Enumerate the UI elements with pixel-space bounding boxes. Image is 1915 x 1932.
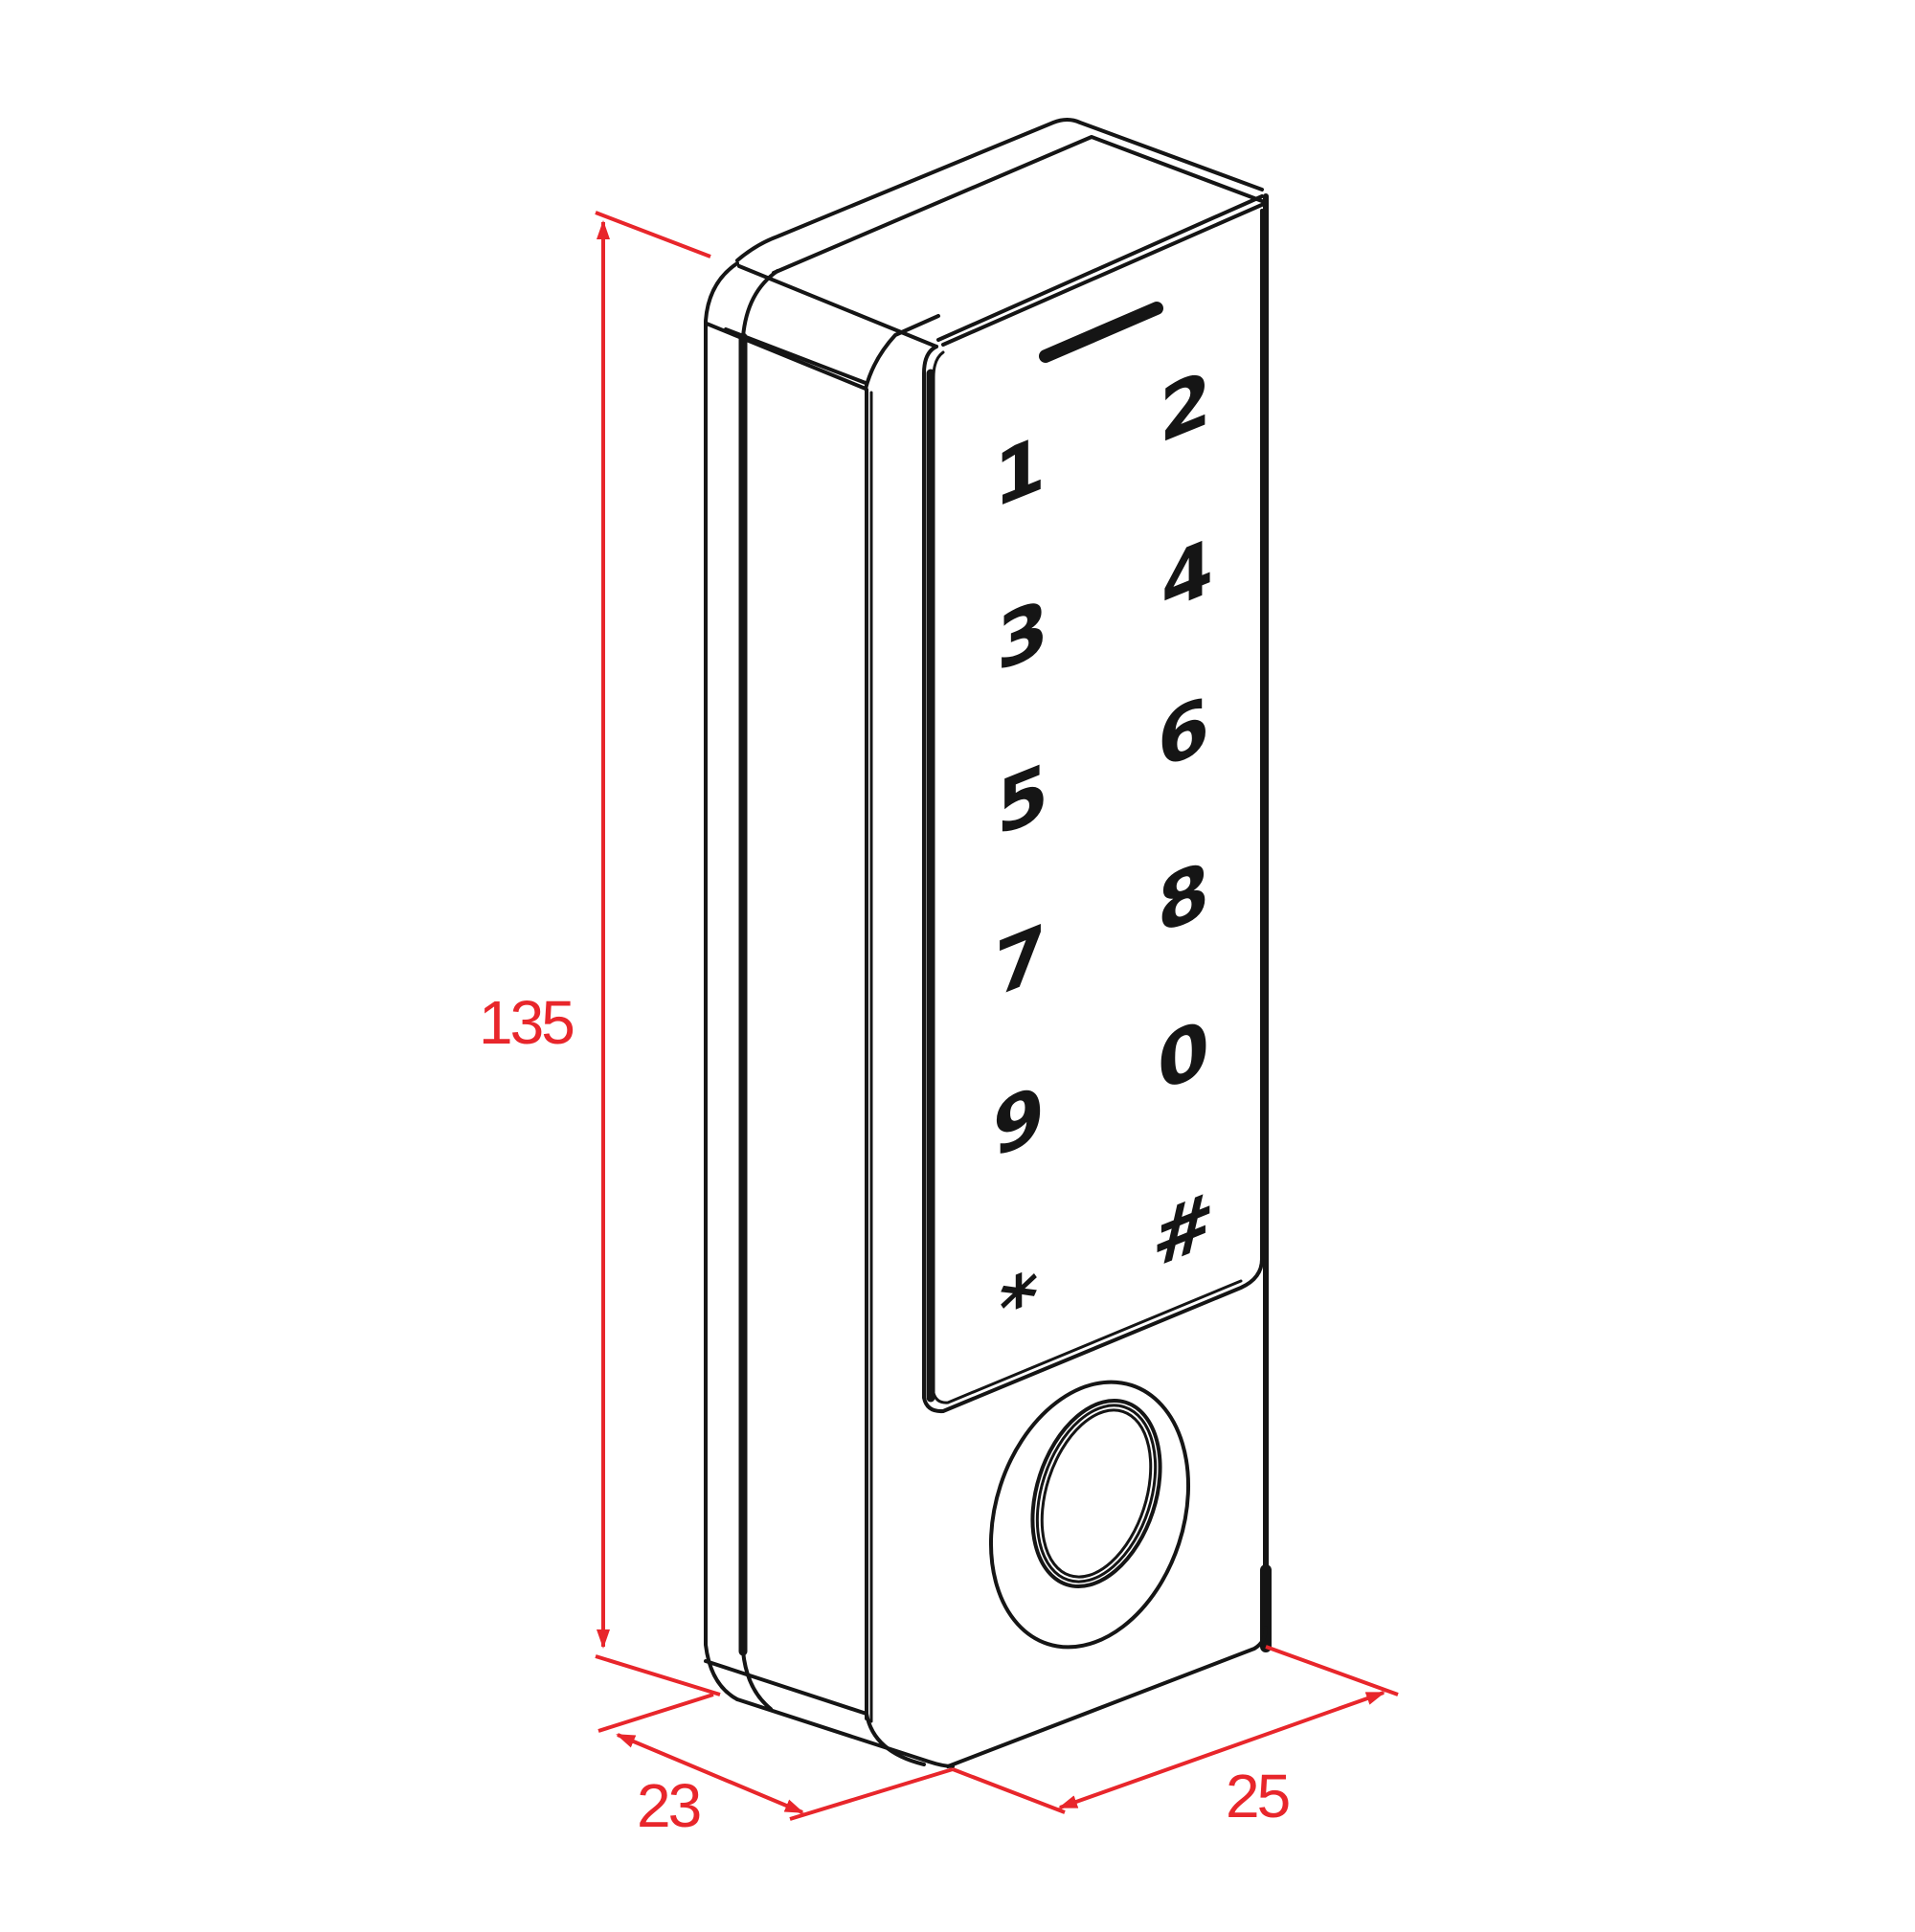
keypad-bezel <box>922 209 1264 1414</box>
width-dimension <box>952 1645 1399 1814</box>
keypad-key: 9 <box>993 1068 1045 1176</box>
keypad-key: * <box>1000 1253 1039 1356</box>
keypad-key: 0 <box>1158 1003 1209 1111</box>
device-body <box>704 118 1272 1768</box>
left-side-walls <box>704 261 940 1723</box>
keypad-key: 2 <box>1160 354 1211 461</box>
keypad-key: # <box>1152 1175 1214 1287</box>
height-dimension-label: 135 <box>479 988 573 1057</box>
keypad-key: 7 <box>995 908 1047 1015</box>
width-dimension-label: 25 <box>1226 1762 1289 1831</box>
card-reader-ring <box>988 1380 1191 1650</box>
led-indicator-slot <box>1039 302 1163 363</box>
dimension-lines <box>595 211 1399 1821</box>
depth-dimension-label: 23 <box>637 1771 700 1840</box>
keypad-key: 4 <box>1161 523 1213 630</box>
keypad-key: 5 <box>997 747 1048 854</box>
keypad-key: 6 <box>1158 681 1209 788</box>
keypad: 1 2 3 4 5 6 7 8 9 0 * # <box>993 354 1215 1356</box>
keypad-key: 8 <box>1158 845 1209 953</box>
top-face <box>724 118 1266 385</box>
depth-dimension <box>597 1693 954 1821</box>
keypad-key: 1 <box>994 419 1046 527</box>
bottom-face <box>704 1626 1268 1768</box>
keypad-key: 3 <box>997 582 1048 689</box>
height-dimension <box>595 211 721 1696</box>
